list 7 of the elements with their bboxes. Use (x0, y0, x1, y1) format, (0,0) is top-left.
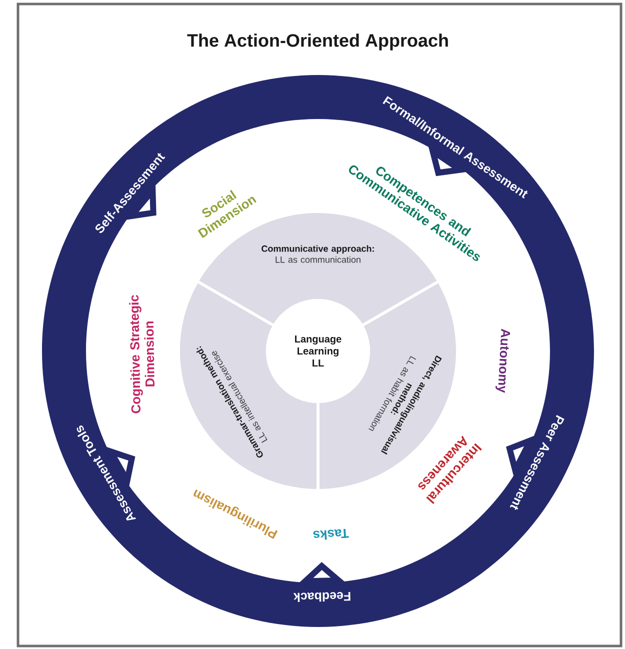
category-label: Autonomy (496, 328, 510, 393)
category-label: Tasks (313, 528, 349, 540)
node-label: LL as communication (276, 256, 360, 263)
category-label: Cognitive Strategic Dimension (129, 294, 154, 414)
node-label: Feedback (293, 592, 350, 602)
node-label: Communicative approach: (262, 245, 374, 254)
title: The Action-Oriented Approach (187, 34, 448, 50)
